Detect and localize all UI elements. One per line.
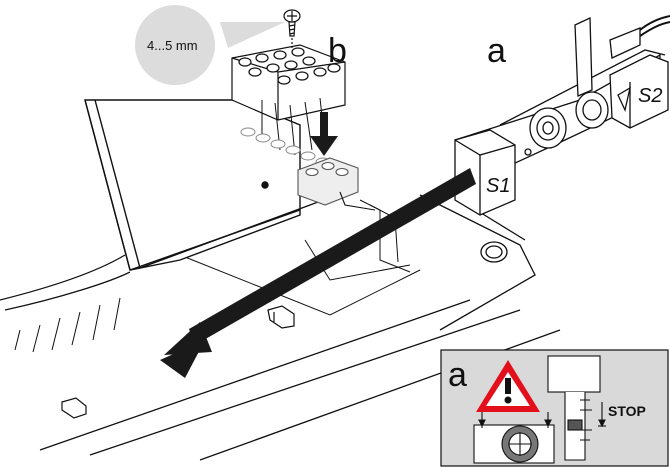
- label-s2: S2: [638, 85, 662, 107]
- insert-arrow-diagonal: [160, 168, 476, 378]
- inset-stop-text: STOP: [608, 403, 646, 419]
- stop-gauge: [547, 355, 606, 461]
- warning-triangle-icon: [476, 360, 540, 412]
- floor-clip-1: [267, 305, 295, 329]
- gap-detail: [473, 412, 555, 464]
- housing-base: [0, 194, 561, 461]
- sensor-module: [454, 15, 670, 216]
- insert-arrow-down: [310, 112, 338, 156]
- inset-panel: a STOP: [440, 349, 669, 467]
- callout-size-text: 4...5 mm: [147, 38, 198, 53]
- callout-size: 4...5 mm: [135, 5, 285, 85]
- label-b: b: [328, 32, 347, 70]
- floor-clip-2: [61, 397, 87, 419]
- terminal-socket: [297, 157, 376, 211]
- screw-icon: [283, 9, 301, 50]
- terminal-block: [231, 44, 346, 156]
- inset-label-a: a: [448, 356, 467, 394]
- label-s1: S1: [486, 175, 510, 197]
- label-a-main: a: [487, 32, 506, 70]
